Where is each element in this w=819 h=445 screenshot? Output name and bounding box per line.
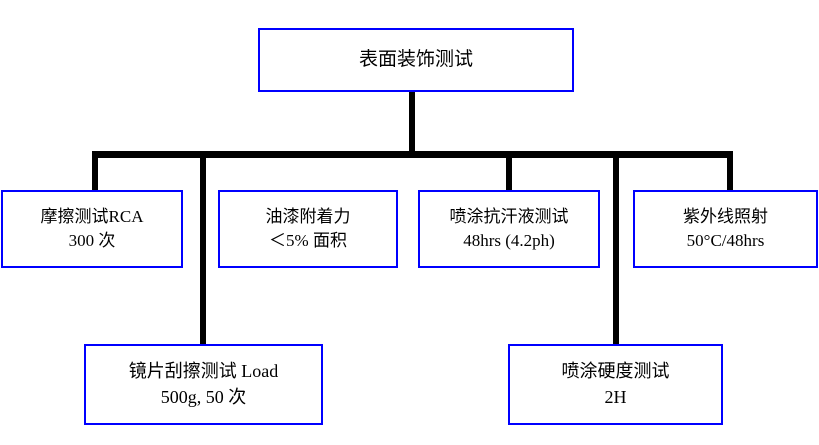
node-hardness-line1: 喷涂硬度测试 xyxy=(561,360,670,381)
node-uv-line1: 紫外线照射 xyxy=(683,206,768,226)
node-root-label: 表面装饰测试 xyxy=(358,48,473,70)
connector-drop-sweat xyxy=(506,156,512,192)
connector-drop-lens xyxy=(200,156,206,346)
node-rca-line2: 300 次 xyxy=(68,231,116,250)
node-lens-scratch-test[interactable]: 镜片刮擦测试 Load 500g, 50 次 xyxy=(84,344,323,425)
node-sweat-resistance-test[interactable]: 喷涂抗汗液测试 48hrs (4.2ph) xyxy=(418,190,600,268)
connector-drop-uv xyxy=(727,156,733,192)
connector-horizontal-bus xyxy=(92,151,733,158)
node-rca-abrasion-test[interactable]: 摩擦测试RCA 300 次 xyxy=(1,190,183,268)
node-root-surface-decoration-test[interactable]: 表面装饰测试 xyxy=(258,28,574,92)
node-rca-line1: 摩擦测试RCA xyxy=(40,206,144,226)
connector-drop-paint xyxy=(200,156,206,192)
node-sweat-line2: 48hrs (4.2ph) xyxy=(463,231,555,250)
node-lens-line1: 镜片刮擦测试 Load xyxy=(128,360,279,381)
node-paint-line2: ＜5% 面积 xyxy=(269,231,347,250)
node-lens-line2: 500g, 50 次 xyxy=(160,386,247,407)
node-coating-hardness-test[interactable]: 喷涂硬度测试 2H xyxy=(508,344,723,425)
node-paint-adhesion[interactable]: 油漆附着力 ＜5% 面积 xyxy=(218,190,398,268)
connector-drop-hardness xyxy=(613,156,619,346)
node-uv-exposure[interactable]: 紫外线照射 50°C/48hrs xyxy=(633,190,818,268)
node-paint-line1: 油漆附着力 xyxy=(265,206,351,226)
node-sweat-line1: 喷涂抗汗液测试 xyxy=(449,206,569,226)
node-hardness-line2: 2H xyxy=(604,386,627,407)
node-uv-line2: 50°C/48hrs xyxy=(686,231,765,250)
connector-root-stem xyxy=(409,92,415,158)
connector-drop-rca xyxy=(92,156,98,192)
